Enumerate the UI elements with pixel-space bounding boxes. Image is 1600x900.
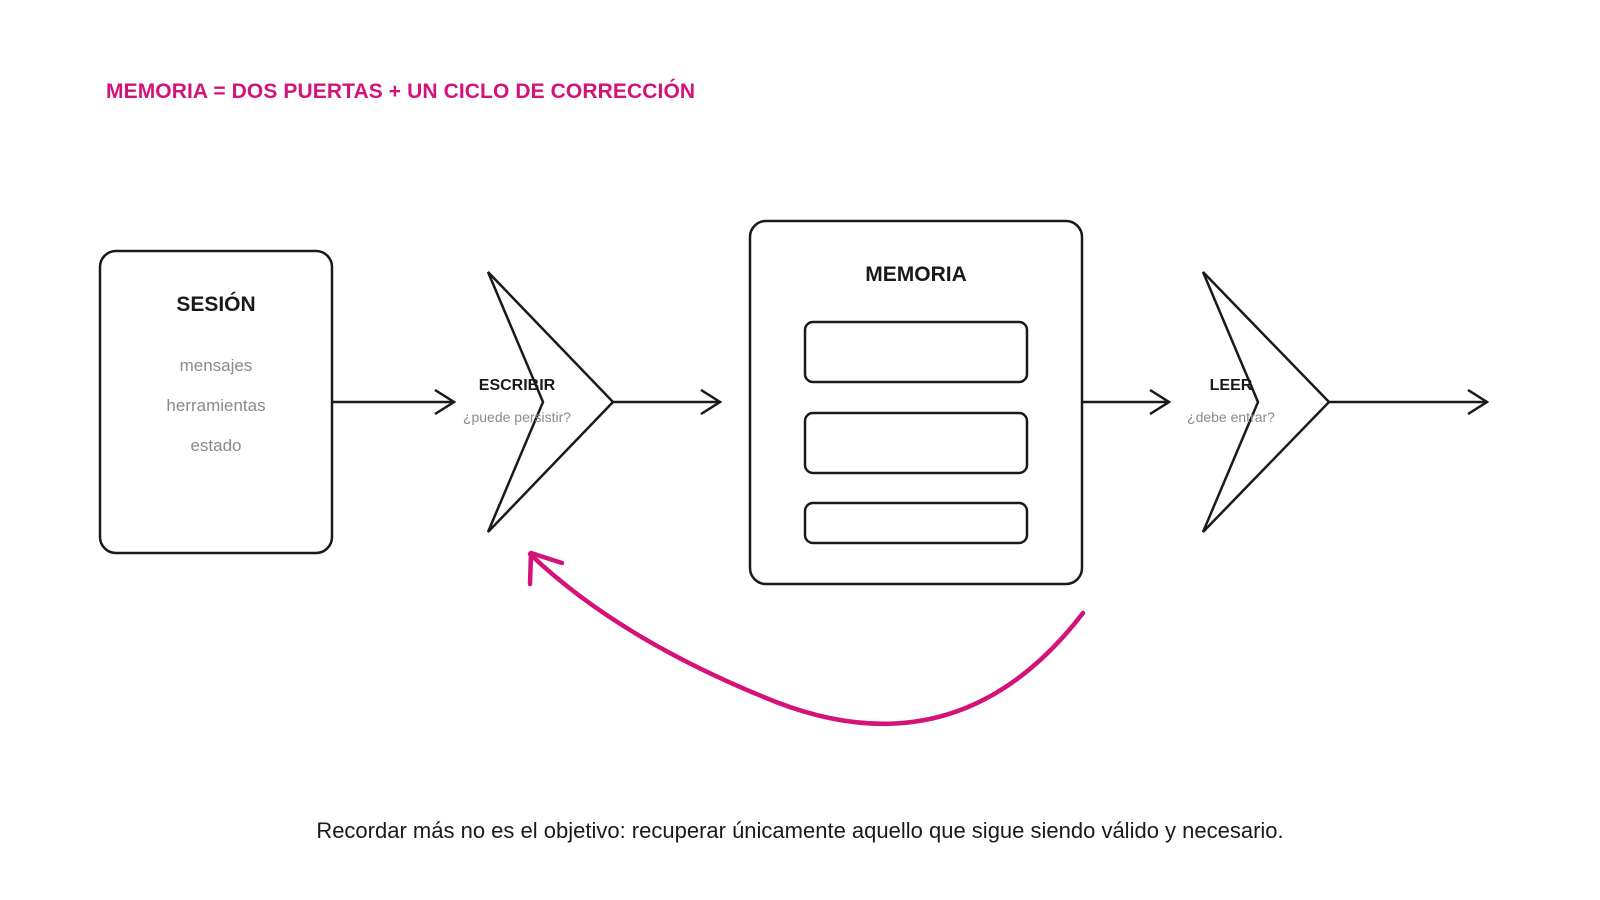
memory-slot [803,501,1029,545]
diagram-title: MEMORIA = DOS PUERTAS + UN CICLO DE CORR… [106,80,696,103]
correction-loop-arrow [527,551,1086,727]
session-item: estado [190,436,242,455]
session-item: herramientas [166,396,266,415]
read-gate-chevron [1201,271,1331,533]
session-item: mensajes [179,356,253,375]
read-gate-question: ¿debe entrar? [1187,409,1275,425]
memory-title: MEMORIA [865,263,967,286]
memory-slot [803,320,1029,384]
memory-slot [803,411,1029,475]
read-gate-label: LEER [1209,377,1253,394]
session-title: SESIÓN [176,293,256,316]
write-gate-question: ¿puede persistir? [462,409,572,425]
correction-loop-arrowhead [527,550,565,587]
diagram-caption: Recordar más no es el objetivo: recupera… [316,818,1284,843]
write-gate-label: ESCRIBIR [478,377,556,394]
write-gate-chevron [486,271,615,533]
